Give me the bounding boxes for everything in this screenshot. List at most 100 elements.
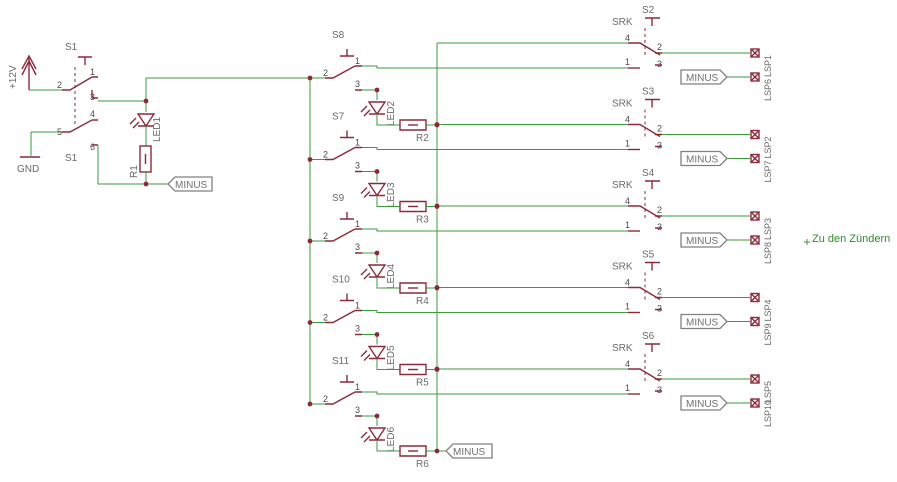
channel-led-label: LED3 [386,182,397,207]
relay-pin-3: 3 [657,385,662,395]
channel-switch-pin-1: 1 [355,382,360,392]
s1-pin-3: 3 [90,92,95,102]
igniter-note-text: Zu den Zündern [812,233,890,245]
s1-pin-4: 4 [90,109,95,119]
channel-switch-pin-3: 3 [355,242,360,252]
channel-switch-pin-3: 3 [355,405,360,415]
relay-pin-2: 2 [657,287,662,297]
relay-pin-1: 1 [625,57,630,67]
channel-switch-label: S10 [332,275,350,286]
relay-pin-4: 4 [625,115,630,125]
minus-flag-bus: MINUS [445,443,493,459]
main-switch-lower: S1 5 4 6 [57,109,98,164]
main-switch-label-bottom: S1 [65,153,78,164]
s1-pin-5: 5 [57,127,62,137]
channel-relay-type: SRK [612,99,633,110]
led1-label: LED1 [152,117,163,142]
ground-symbol: GND [17,156,40,175]
minus-flag-left: MINUS [167,176,213,192]
channel-minus-flag-text: MINUS [686,236,719,247]
relay-pin-1: 1 [625,302,630,312]
channel-switch-pin-2: 2 [323,231,328,241]
relay-pin-1: 1 [625,139,630,149]
channel-relay-label: S6 [642,331,655,342]
r1-symbol: R1 [129,145,152,178]
channel-lsp-label: LSP8 [763,242,773,264]
channel-lsp-out-label: LSP2 [763,136,773,158]
channel-switch-label: S11 [332,356,349,367]
relay-pin-3: 3 [657,59,662,69]
channel-relay-type: SRK [612,17,633,28]
channel-switch-label: S8 [332,30,345,41]
relay-pin-2: 2 [657,42,662,52]
channel-minus-flag-text: MINUS [686,318,719,329]
ground-label: GND [17,164,39,175]
channel-lsp-label: LSP6 [763,79,773,101]
channel-lsp-out-label: LSP3 [763,218,773,240]
channel-minus-flag-text: MINUS [686,399,719,410]
channel-resistor-label: R5 [416,378,429,389]
relay-pin-2: 2 [657,124,662,134]
relay-pin-2: 2 [657,205,662,215]
s1-pin-1: 1 [90,67,95,77]
channel-switch-pin-3: 3 [355,161,360,171]
channel-switch-pin-1: 1 [355,56,360,66]
channel-switch-pin-2: 2 [323,394,328,404]
channel-switch-pin-2: 2 [323,68,328,78]
r1-label: R1 [129,165,140,178]
channel-switch-label: S9 [332,193,345,204]
channel-resistor-label: R6 [416,459,429,470]
channel-relay-type: SRK [612,343,633,354]
channel-lsp-label: LSP10 [763,400,773,427]
channel-lsp-out-label: LSP5 [763,381,773,403]
channel-lsp-label: LSP9 [763,323,773,345]
relay-pin-1: 1 [625,383,630,393]
channel-lsp-out-label: LSP4 [763,299,773,321]
supply-label: +12V [8,65,19,89]
channel-led-label: LED6 [386,427,397,452]
channel-switch-label: S7 [332,112,345,123]
channel-lsp-label: LSP7 [763,160,773,182]
channel-led-label: LED4 [386,264,397,289]
relay-pin-3: 3 [657,304,662,314]
relay-pin-3: 3 [657,222,662,232]
main-switch-upper: S1 2 1 3 [57,42,98,125]
channel-switch-pin-2: 2 [323,150,328,160]
channel-relay-label: S2 [642,5,655,16]
relay-pin-1: 1 [625,220,630,230]
channel-switch-pin-3: 3 [355,79,360,89]
s1-pin-2: 2 [57,80,62,90]
relay-pin-4: 4 [625,196,630,206]
s1-pin-6: 6 [90,142,95,152]
supply-symbol: +12V [8,54,37,90]
channel-switch-pin-1: 1 [355,219,360,229]
main-switch-label-top: S1 [65,42,78,53]
channel-minus-flag-text: MINUS [686,73,719,84]
supply-section: +12V GND S1 2 1 3 S1 5 4 6 [8,42,310,192]
relay-pin-4: 4 [625,33,630,43]
channel-lsp-out-label: LSP1 [763,55,773,77]
channel-switch-pin-2: 2 [323,313,328,323]
channel-switch-pin-1: 1 [355,138,360,148]
channel-switch-pin-1: 1 [355,301,360,311]
minus-flag-left-text: MINUS [175,180,208,191]
channel-relay-label: S4 [642,168,655,179]
channel-resistor-label: R2 [416,133,429,144]
relay-pin-3: 3 [657,141,662,151]
relay-pin-4: 4 [625,278,630,288]
minus-flag-bus-text: MINUS [453,447,486,458]
channel-resistor-label: R3 [416,215,429,226]
channel-resistor-label: R4 [416,296,429,307]
igniter-note: Zu den Zündern [804,233,890,245]
channel-switch-pin-3: 3 [355,324,360,334]
channel-minus-flag-text: MINUS [686,155,719,166]
channel-relay-label: S5 [642,250,655,261]
relay-pin-2: 2 [657,368,662,378]
